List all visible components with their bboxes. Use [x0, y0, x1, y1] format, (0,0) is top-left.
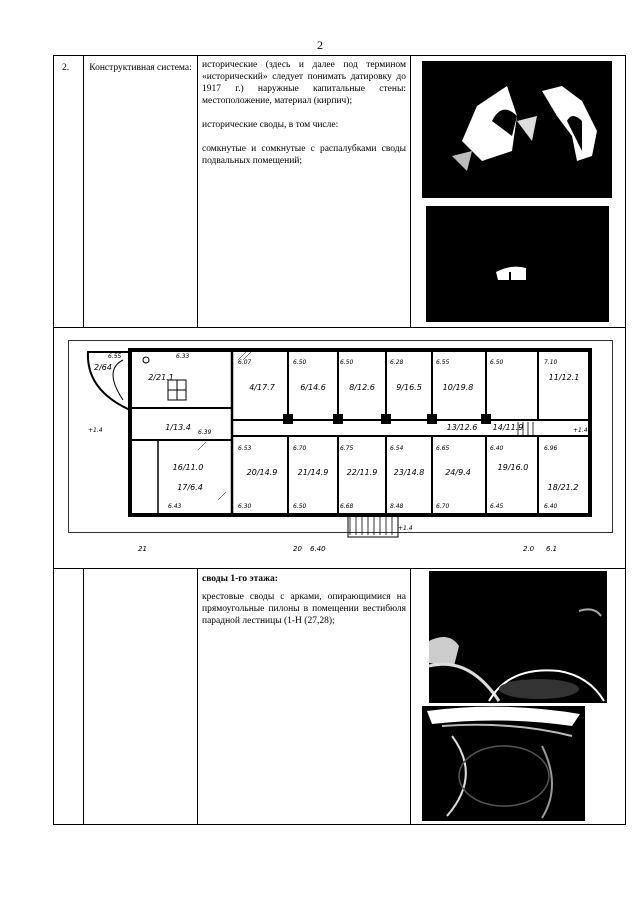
paragraph-walls: исторические (здесь и далее под термином…	[202, 60, 406, 106]
svg-text:+1.4: +1.4	[398, 525, 413, 532]
svg-text:+1.4: +1.4	[573, 427, 588, 434]
table-row: 2. Конструктивная система: исторические …	[53, 55, 626, 328]
svg-text:19/16.0: 19/16.0	[498, 463, 529, 472]
description-cell-floor1: своды 1-го этажа: крестовые своды с арка…	[197, 568, 411, 825]
document-table: 2. Конструктивная система: исторические …	[53, 55, 626, 825]
svg-text:7.10: 7.10	[544, 359, 558, 366]
svg-text:6.39: 6.39	[198, 429, 212, 436]
svg-text:6.50: 6.50	[490, 359, 504, 366]
svg-text:2/64: 2/64	[94, 363, 112, 372]
svg-text:21/14.9: 21/14.9	[298, 468, 329, 477]
svg-text:8.48: 8.48	[390, 503, 404, 510]
svg-text:10/19.8: 10/19.8	[443, 383, 474, 392]
svg-text:4/17.7: 4/17.7	[249, 383, 276, 392]
svg-text:+1.4: +1.4	[88, 427, 103, 434]
svg-text:24/9.4: 24/9.4	[445, 468, 471, 477]
svg-text:6.28: 6.28	[390, 359, 404, 366]
svg-text:6.45: 6.45	[490, 503, 504, 510]
photo-cell-floor1	[410, 568, 626, 825]
svg-text:6.70: 6.70	[436, 503, 450, 510]
svg-text:11/12.1: 11/12.1	[549, 373, 580, 382]
svg-text:6.53: 6.53	[238, 445, 252, 452]
svg-text:6.54: 6.54	[390, 445, 404, 452]
svg-text:2.0: 2.0	[523, 545, 535, 553]
svg-text:6.40: 6.40	[490, 445, 504, 452]
svg-text:6.30: 6.30	[238, 503, 252, 510]
vault-photo-4	[422, 706, 585, 821]
svg-text:14/11.9: 14/11.9	[493, 423, 524, 432]
table-row: своды 1-го этажа: крестовые своды с арка…	[53, 568, 626, 825]
svg-text:6/14.6: 6/14.6	[300, 383, 326, 392]
description-cell: исторические (здесь и далее под термином…	[197, 55, 411, 328]
floor1-heading: своды 1-го этажа:	[202, 574, 278, 584]
svg-text:21: 21	[138, 545, 147, 553]
photo-cell-basement	[410, 55, 626, 328]
table-row-plan: 2/64 2/21.1 1/13.4 4/17.7 6/14.6 8/12.6 …	[53, 327, 626, 569]
floor-plan: 2/64 2/21.1 1/13.4 4/17.7 6/14.6 8/12.6 …	[68, 340, 613, 556]
svg-text:2/21.1: 2/21.1	[148, 373, 174, 382]
svg-text:18/21.2: 18/21.2	[548, 483, 579, 492]
svg-text:6.43: 6.43	[168, 503, 182, 510]
svg-text:6.75: 6.75	[340, 445, 354, 452]
svg-text:6.68: 6.68	[340, 503, 354, 510]
svg-text:20: 20	[293, 545, 302, 553]
svg-text:6.55: 6.55	[436, 359, 450, 366]
svg-text:6.65: 6.65	[436, 445, 450, 452]
svg-text:6.07: 6.07	[238, 359, 252, 366]
svg-text:6.40: 6.40	[544, 503, 558, 510]
empty-cell	[53, 568, 84, 825]
floor1-paragraph: крестовые своды с арками, опирающимися н…	[202, 592, 406, 626]
svg-text:20/14.9: 20/14.9	[247, 468, 278, 477]
svg-text:9/16.5: 9/16.5	[396, 383, 422, 392]
system-label: Конструктивная система:	[83, 55, 198, 328]
row-index: 2.	[53, 55, 84, 328]
svg-text:6.96: 6.96	[544, 445, 558, 452]
page-number: 2	[317, 38, 323, 52]
svg-text:6.50: 6.50	[293, 503, 307, 510]
svg-text:6.40: 6.40	[310, 545, 326, 553]
vault-photo-3	[429, 571, 607, 703]
svg-text:17/6.4: 17/6.4	[177, 483, 203, 492]
svg-text:23/14.8: 23/14.8	[394, 468, 425, 477]
svg-text:6.33: 6.33	[176, 353, 190, 360]
svg-text:6.1: 6.1	[546, 545, 557, 553]
svg-text:6.50: 6.50	[340, 359, 354, 366]
paragraph-basement-vaults: сомкнутые и сомкнутые с распалубками сво…	[202, 144, 406, 166]
vault-photo-1	[422, 61, 612, 198]
svg-text:6.50: 6.50	[293, 359, 307, 366]
empty-cell	[83, 568, 198, 825]
svg-text:16/11.0: 16/11.0	[173, 463, 204, 472]
svg-text:22/11.9: 22/11.9	[347, 468, 378, 477]
floor-plan-cell: 2/64 2/21.1 1/13.4 4/17.7 6/14.6 8/12.6 …	[53, 327, 626, 569]
vault-photo-2	[426, 206, 609, 322]
svg-text:8/12.6: 8/12.6	[349, 383, 375, 392]
svg-text:6.55: 6.55	[108, 353, 122, 360]
paragraph-vaults: исторические своды, в том числе:	[202, 120, 339, 130]
svg-text:6.70: 6.70	[293, 445, 307, 452]
svg-text:13/12.6: 13/12.6	[447, 423, 478, 432]
svg-text:1/13.4: 1/13.4	[165, 423, 191, 432]
